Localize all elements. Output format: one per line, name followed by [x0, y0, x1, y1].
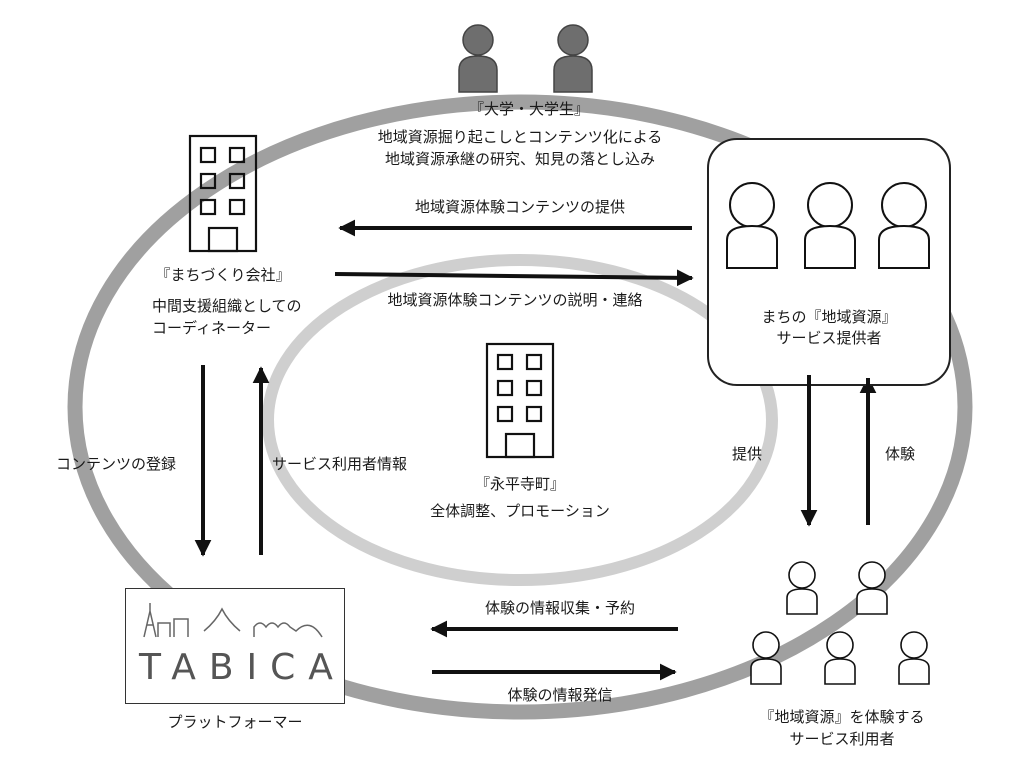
town-skyline-icon [143, 603, 323, 638]
service-users-icon [750, 561, 930, 685]
inner-ring [262, 254, 778, 586]
users-label-line2: サービス利用者 [789, 730, 895, 748]
town-title: 『永平寺町』 [474, 475, 565, 493]
arrow-label-provide-content: 地域資源体験コンテンツの提供 [414, 198, 625, 216]
arrow-explain-content [334, 269, 694, 287]
arrow-label-register-content: コンテンツの登録 [56, 455, 177, 473]
arrow-label-explain-content: 地域資源体験コンテンツの説明・連絡 [387, 291, 643, 309]
provider-label-line2: サービス提供者 [776, 329, 882, 347]
outer-ring [67, 94, 973, 720]
company-building-icon [188, 134, 258, 253]
users-label-line1: 『地域資源』を体験する [759, 708, 925, 726]
company-title: 『まちづくり会社』 [155, 266, 291, 284]
arrow-label-collect-reserve: 体験の情報収集・予約 [484, 599, 635, 617]
university-desc-line2: 地域資源承継の研究、知見の落とし込み [384, 150, 655, 168]
arrow-label-experience: 体験 [885, 445, 916, 463]
tabica-logo-text: TABICA [139, 647, 346, 688]
university-title: 『大学・大学生』 [468, 100, 589, 118]
arrow-label-user-info: サービス利用者情報 [272, 455, 408, 473]
arrow-label-provide: 提供 [732, 445, 763, 463]
provider-label-line1: まちの『地域資源』 [761, 308, 897, 326]
town-desc: 全体調整、プロモーション [430, 502, 610, 520]
provider-box [707, 138, 951, 386]
university-students-icon [458, 24, 593, 93]
platform-caption: プラットフォーマー [167, 713, 303, 731]
university-desc-line1: 地域資源掘り起こしとコンテンツ化による [377, 128, 663, 146]
company-desc-line2: コーディネーター [152, 319, 271, 337]
tabica-logo-box: TABICA [125, 588, 345, 704]
arrow-label-send-info: 体験の情報発信 [507, 686, 613, 704]
town-building-icon [485, 342, 555, 459]
company-desc-line1: 中間支援組織としての [152, 297, 302, 315]
